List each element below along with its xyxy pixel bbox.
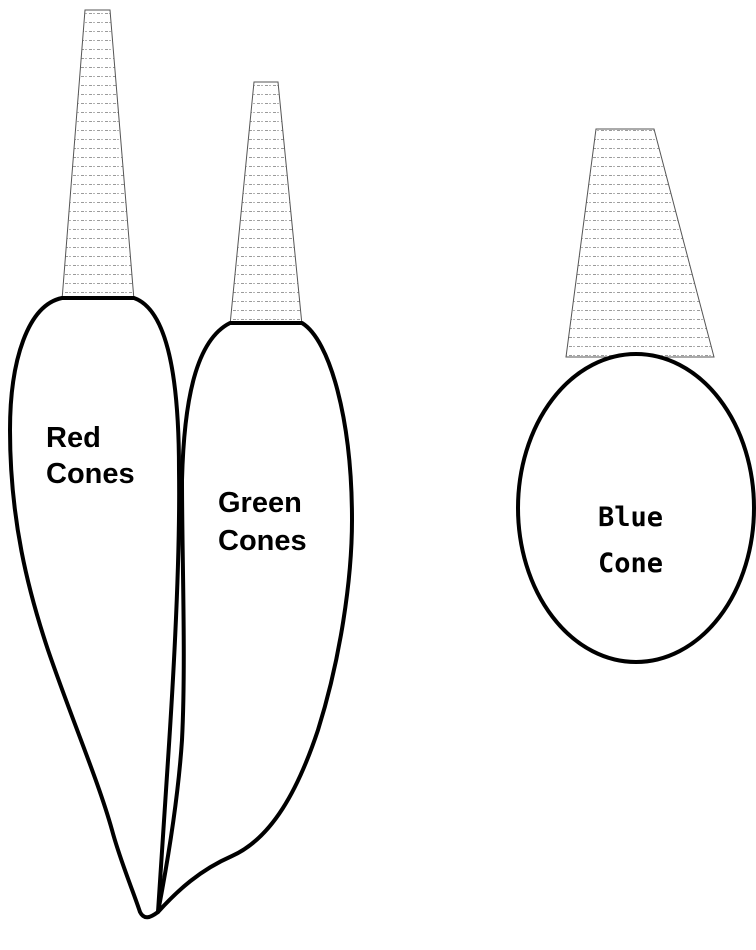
red-cone-outer-segment (62, 10, 134, 300)
green-cone-label-line2: Cones (218, 525, 307, 557)
red-cone-inner-segment (10, 298, 179, 917)
blue-cone: Blue Cone (518, 129, 754, 662)
green-cone-label-line1: Green (218, 487, 302, 519)
blue-cone-label-line2: Cone (598, 548, 663, 579)
green-cone-outer-segment (230, 82, 302, 325)
red-cone: Red Cones (10, 10, 179, 917)
red-cone-label-line1: Red (46, 422, 101, 454)
green-cone: Green Cones (158, 82, 352, 912)
blue-cone-label-line1: Blue (598, 502, 663, 533)
red-cone-label-line2: Cones (46, 458, 135, 490)
blue-cone-outer-segment (566, 129, 714, 357)
green-cone-inner-segment (158, 323, 352, 912)
